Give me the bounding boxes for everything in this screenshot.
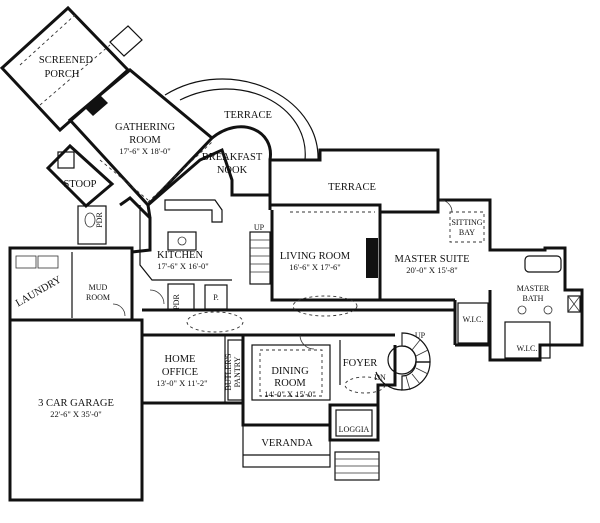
master-tub bbox=[524, 255, 562, 273]
foyer-arch bbox=[344, 376, 386, 394]
dining-room-label-2: ROOM bbox=[274, 378, 306, 389]
kitchen-stair bbox=[249, 231, 271, 285]
master-shower bbox=[567, 295, 581, 313]
home-office-label-1: HOME bbox=[165, 354, 196, 365]
kitchen-dims: 17'-6" X 16'-0" bbox=[157, 261, 209, 271]
living-room-dims: 16'-6" X 17'-6" bbox=[289, 262, 341, 272]
screened-porch-label-1: SCREENED bbox=[39, 55, 94, 66]
kitchen-counter-north bbox=[164, 199, 223, 223]
pdr-upper-toilet bbox=[84, 212, 96, 228]
home-office-label-2: OFFICE bbox=[162, 367, 198, 378]
kitchen-outer-walls bbox=[146, 147, 272, 219]
porch-steps bbox=[109, 25, 143, 57]
corridor-arch-2 bbox=[292, 295, 358, 317]
gathering-room-dims: 17'-6" X 18'-0" bbox=[119, 146, 171, 156]
dining-room-dims: 14'-0" X 15'-0" bbox=[264, 389, 316, 399]
laundry-label: LAUNDRY bbox=[14, 274, 64, 309]
room-labels: SCREENED PORCH GATHERING ROOM 17'-6" X 1… bbox=[14, 55, 550, 449]
wic-left-label: W.I.C. bbox=[463, 315, 484, 324]
laundry-block-walls bbox=[8, 246, 134, 322]
porch-screen-line-1 bbox=[19, 14, 76, 66]
kitchen-label: KITCHEN bbox=[157, 250, 203, 261]
sitting-bay-label-2: BAY bbox=[459, 228, 475, 237]
nook-dashed-edge bbox=[147, 141, 213, 203]
home-office-dims: 13'-0" X 11'-2" bbox=[156, 378, 207, 388]
laundry-washer bbox=[15, 255, 37, 269]
rear-walls bbox=[268, 200, 440, 214]
butlers-pantry-counter bbox=[227, 339, 243, 401]
mud-room-label-2: ROOM bbox=[86, 293, 110, 302]
terrace-walls bbox=[268, 148, 440, 205]
loggia-outline bbox=[335, 409, 373, 437]
spiral-stair bbox=[375, 332, 431, 391]
kitchen-counter-west bbox=[139, 205, 232, 281]
door-swing-2 bbox=[112, 303, 126, 317]
island-sink bbox=[177, 236, 187, 246]
wic-left-room bbox=[457, 302, 489, 344]
gathering-room-label-1: GATHERING bbox=[115, 122, 175, 133]
master-bath-label-1: MASTER bbox=[517, 284, 550, 293]
foyer-label: FOYER bbox=[343, 358, 377, 369]
pdr-upper-label: PDR bbox=[95, 212, 104, 228]
laundry-dryer bbox=[37, 255, 59, 269]
living-fireplace bbox=[366, 238, 378, 278]
pdr-lower-label: PDR bbox=[172, 294, 181, 310]
interior-partitions bbox=[15, 14, 581, 481]
wic-right-room bbox=[504, 321, 551, 359]
door-swing-1 bbox=[149, 289, 165, 305]
door-swing-4 bbox=[299, 334, 315, 350]
screened-porch-label-2: PORCH bbox=[44, 69, 79, 80]
garage-label: 3 CAR GARAGE bbox=[38, 398, 114, 409]
pdr-lower-room bbox=[167, 283, 195, 311]
master-suite-walls bbox=[438, 198, 584, 362]
gathering-fireplace bbox=[85, 95, 108, 116]
mud-room-label-1: MUD bbox=[89, 283, 108, 292]
corridor-arch-1 bbox=[186, 311, 244, 333]
dining-room-label-1: DINING bbox=[271, 366, 309, 377]
sitting-bay-outline bbox=[449, 211, 485, 243]
spiral-stair-up-label: UP bbox=[415, 331, 426, 340]
terrace-lower-label: TERRACE bbox=[328, 182, 376, 193]
terrace-arcs bbox=[164, 78, 319, 161]
veranda-outline bbox=[242, 424, 331, 468]
loggia-walls bbox=[328, 405, 380, 442]
veranda-label: VERANDA bbox=[261, 438, 313, 449]
nook-bay-wall bbox=[211, 125, 272, 161]
bath-sink-1 bbox=[517, 305, 527, 315]
kitchen-island bbox=[167, 231, 197, 251]
master-suite-label: MASTER SUITE bbox=[395, 254, 470, 265]
pantry-label: P. bbox=[213, 293, 219, 302]
master-bath-label-2: BATH bbox=[523, 294, 544, 303]
breakfast-nook-label-2: NOOK bbox=[217, 165, 248, 176]
master-suite-dims: 20'-0" X 15'-8" bbox=[406, 265, 458, 275]
dining-room-outline bbox=[251, 344, 331, 401]
pantry-room bbox=[204, 284, 228, 310]
kitchen-stair-up-label: UP bbox=[254, 223, 265, 232]
terrace-arc-inner bbox=[179, 88, 306, 161]
loggia-label: LOGGIA bbox=[339, 425, 370, 434]
gathering-dashed-edge bbox=[99, 159, 149, 201]
terrace-upper-label: TERRACE bbox=[224, 110, 272, 121]
sitting-bay-label-1: SITTING bbox=[451, 218, 482, 227]
dining-ceiling-dash bbox=[259, 349, 323, 397]
stoop-walls bbox=[45, 143, 115, 209]
terrace-arc-outer bbox=[164, 78, 319, 161]
stoop-grill bbox=[57, 151, 75, 169]
bath-sink-2 bbox=[543, 305, 553, 315]
garage-dims: 22'-6" X 35'-0" bbox=[50, 409, 102, 419]
door-swing-3 bbox=[439, 199, 453, 213]
wic-right-label: W.I.C. bbox=[517, 344, 538, 353]
stoop-label: STOOP bbox=[63, 179, 96, 190]
gathering-room-label-2: ROOM bbox=[129, 135, 161, 146]
pdr-upper-room bbox=[77, 205, 107, 245]
butlers-pantry-label-2: PANTRY bbox=[233, 356, 242, 387]
butlers-pantry-label-1: BUTLER'S bbox=[224, 354, 233, 391]
living-room-label: LIVING ROOM bbox=[280, 251, 351, 262]
breakfast-nook-label-1: BREAKFAST bbox=[202, 152, 263, 163]
spiral-stair-down-label: DN bbox=[374, 373, 386, 382]
front-steps bbox=[334, 451, 380, 481]
